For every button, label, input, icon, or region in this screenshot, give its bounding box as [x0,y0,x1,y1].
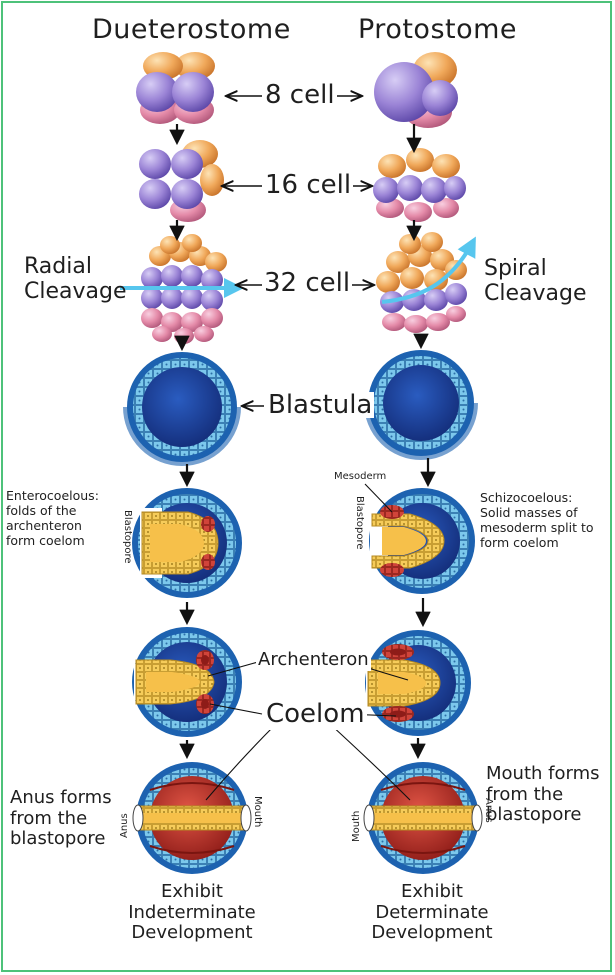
deuterostome-32-cell [120,234,244,344]
stage-32-cell-label: 32 cell [262,268,353,298]
deuterostome-title: Dueterostome [92,14,291,45]
spiral-cleavage-plane [381,236,476,304]
protostome-8-cell [374,52,458,128]
blastopore-label-right: Blastopore [354,496,365,550]
radial-cleavage-label: Radial Cleavage [24,254,127,305]
deuterostome-16-cell [139,140,224,222]
protostome-gastrula [369,488,475,594]
mouth-label-left: Mouth [252,796,263,828]
flow-arrows [169,124,436,760]
protostome-32-cell [376,232,476,333]
deuterostome-final-embryo [132,762,252,874]
deuterostome-gastrula [132,488,242,598]
indeterminate-development-label: Exhibit Indeterminate Development [128,881,256,944]
archenteron-label: Archenteron [256,649,371,671]
stage-pointer-arrows [222,96,374,406]
anus-label-left: Anus [119,813,130,838]
protostome-16-cell [373,148,466,222]
leader-lines [205,483,411,801]
determinate-development-label: Exhibit Determinate Development [371,881,493,944]
spiral-cleavage-label: Spiral Cleavage [484,256,587,307]
deuterostome-blastula [123,352,241,466]
stage-8-cell-label: 8 cell [263,80,337,110]
mouth-forms-label: Mouth forms from the blastopore [486,763,600,826]
schizocoelous-label: Schizocoelous: Solid masses of mesoderm … [480,490,594,550]
protostome-final-embryo [363,762,483,874]
deuterostome-coelom-stage [132,627,242,737]
deuterostome-8-cell [136,52,215,124]
anus-forms-label: Anus forms from the blastopore [10,787,112,850]
coelom-label: Coelom [264,699,367,730]
mesoderm-label: Mesoderm [334,471,387,482]
mouth-label-right: Mouth [351,810,362,842]
stage-blastula-label: Blastula [266,390,375,420]
protostome-blastula [364,350,478,460]
enterocoelous-label: Enterocoelous: folds of the archenteron … [6,488,99,548]
stage-16-cell-label: 16 cell [263,170,354,200]
protostome-coelom-stage [365,630,471,736]
protostome-title: Protostome [358,14,518,45]
blastopore-label-left: Blastopore [122,510,133,564]
